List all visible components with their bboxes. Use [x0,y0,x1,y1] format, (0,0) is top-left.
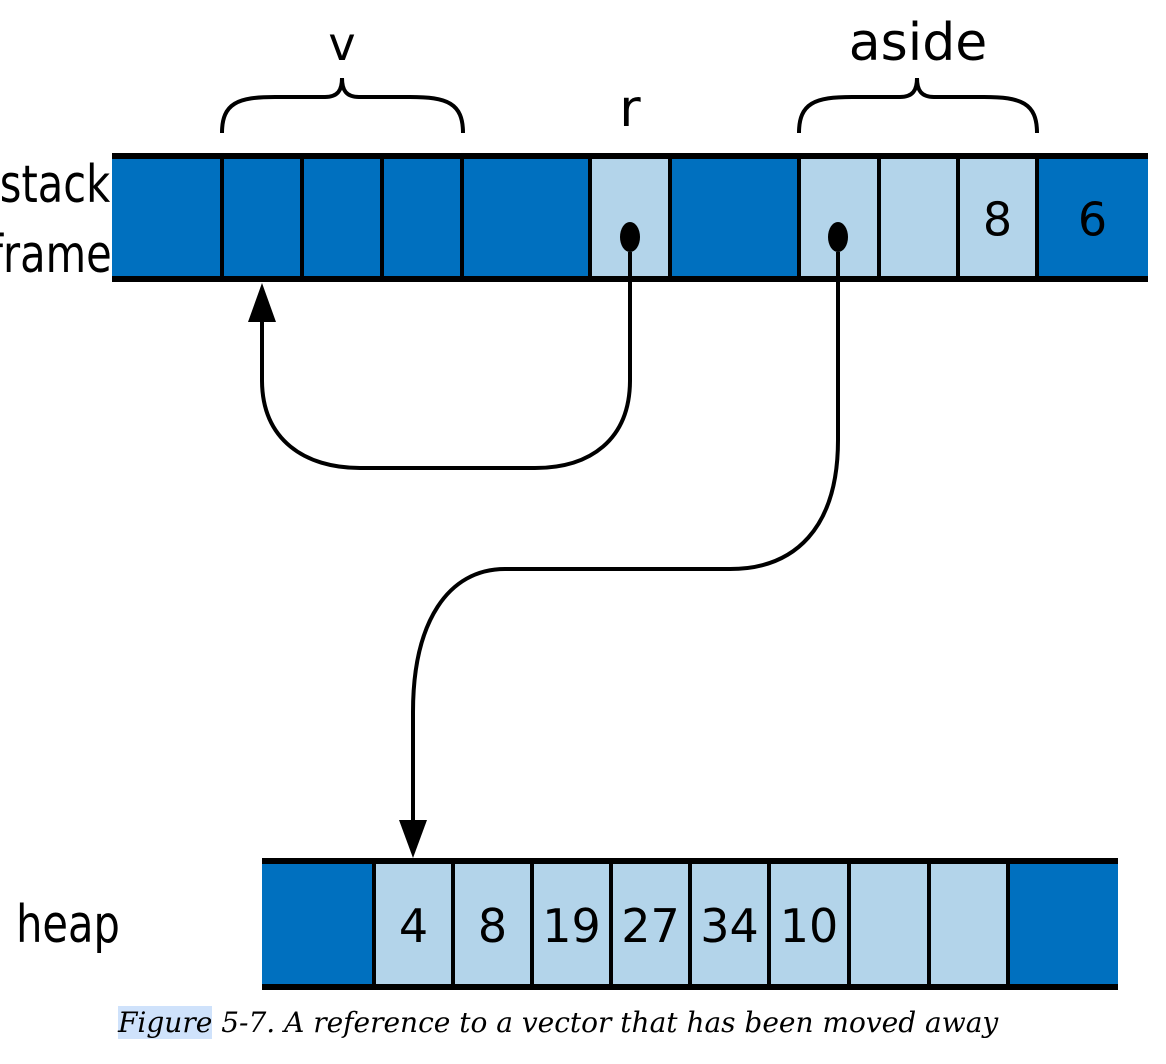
heap-cell-8 [929,861,1008,987]
stack-cell-3 [382,156,462,279]
r-pointer-dot [620,222,640,252]
r-to-v-arrow [260,252,632,470]
stack-cell-0 [112,156,222,279]
heap-cell-value: 8 [478,899,507,953]
aside-label: aside [849,13,987,73]
stack-cell-value: 8 [983,193,1012,247]
aside-to-heap-arrowhead [399,820,427,858]
stack-cell-value: 6 [1078,193,1107,247]
stack-cell-1 [222,156,302,279]
heap-cell-3 [532,861,611,987]
stack-cell-4 [462,156,590,279]
stack-cell-9 [958,156,1037,279]
heap-cell-1 [374,861,453,987]
heap-cell-5 [690,861,769,987]
heap-cell-6 [769,861,849,987]
r-label: r [619,79,641,139]
figure-caption-word: Figure [118,1006,213,1039]
figure-caption-text: 5-7. A reference to a vector that has be… [212,1006,999,1039]
heap-cell-9 [1008,861,1118,987]
stack-cell-6 [670,156,799,279]
r-to-v-arrowhead [248,283,276,322]
stack-cell-2 [302,156,382,279]
aside-brace [797,77,1039,134]
heap-cell-7 [849,861,929,987]
heap-cell-4 [611,861,690,987]
aside-to-heap-arrow [411,252,840,822]
heap-cell-value: 4 [399,899,428,953]
frame-label: frame [0,225,112,286]
heap-cell-2 [453,861,532,987]
v-label: v [328,17,355,71]
stack-cell-8 [879,156,958,279]
stack-cell-10 [1037,156,1148,279]
heap-cell-value: 27 [621,899,680,953]
v-brace [220,77,465,134]
heap-cell-value: 10 [780,899,839,953]
heap-label: heap [16,895,120,956]
figure-caption: Figure 5-7. A reference to a vector that… [118,1006,998,1039]
heap-cell-value: 19 [542,899,601,953]
heap-cell-0 [262,861,374,987]
aside-pointer-dot [828,222,848,252]
stack-label: stack [0,155,111,216]
heap-cell-value: 34 [700,899,759,953]
